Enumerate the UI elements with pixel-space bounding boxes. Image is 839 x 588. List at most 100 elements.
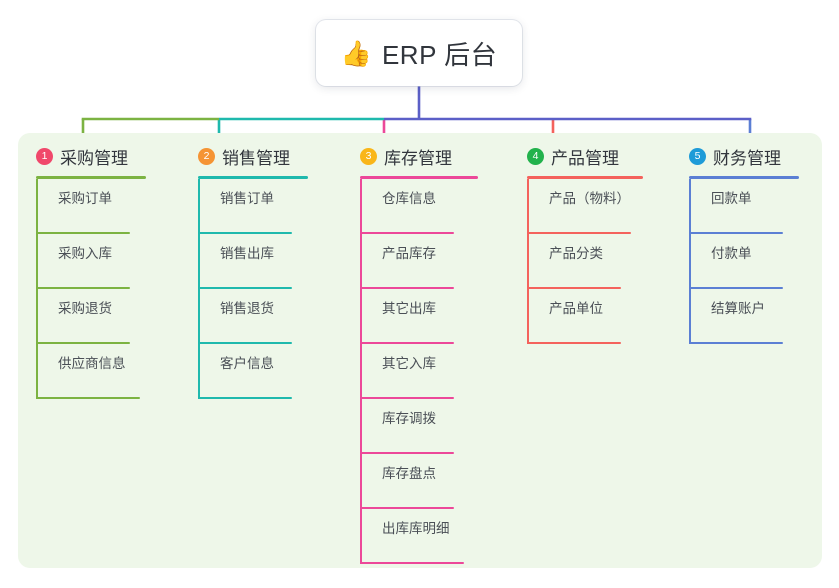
branch-header-5[interactable]: 5 财务管理 (689, 143, 799, 169)
branch-item-underline (36, 342, 130, 344)
branch-item[interactable]: 付款单 (689, 234, 799, 289)
branch-number-badge: 4 (527, 147, 544, 165)
branch-column-5: 5 财务管理回款单付款单结算账户 (689, 143, 799, 344)
root-node-content: 👍 ERP 后台 (341, 35, 497, 72)
branch-item-underline (527, 232, 631, 234)
branch-spine (360, 179, 362, 564)
branch-number-badge: 3 (360, 147, 377, 165)
branch-item[interactable]: 供应商信息 (36, 344, 146, 399)
branch-item-underline (360, 287, 454, 289)
branch-underline (198, 176, 308, 179)
branch-number-badge: 2 (198, 147, 215, 165)
branch-item-label: 产品（物料） (549, 191, 630, 206)
branch-item-underline (689, 232, 783, 234)
branch-item-underline (360, 562, 464, 564)
branch-title: 库存管理 (384, 148, 452, 168)
branch-item-underline (360, 342, 454, 344)
branch-item-label: 库存盘点 (382, 466, 436, 481)
branch-spine (689, 179, 691, 344)
branch-items: 回款单付款单结算账户 (689, 179, 799, 344)
branch-title: 财务管理 (713, 148, 781, 168)
branch-item[interactable]: 出库库明细 (360, 509, 478, 564)
branch-item[interactable]: 结算账户 (689, 289, 799, 344)
branch-item[interactable]: 客户信息 (198, 344, 308, 399)
branch-underline (360, 176, 478, 179)
branch-items: 采购订单采购入库采购退货供应商信息 (36, 179, 146, 399)
branch-number-badge: 1 (36, 147, 53, 165)
branch-underline (527, 176, 643, 179)
branch-item-underline (527, 342, 621, 344)
branch-item[interactable]: 采购订单 (36, 179, 146, 234)
branch-title: 采购管理 (60, 148, 128, 168)
branch-items: 产品（物料） 产品分类产品单位 (527, 179, 643, 344)
branch-item-label: 出库库明细 (382, 521, 450, 536)
branch-item-label: 仓库信息 (382, 191, 436, 206)
branch-item[interactable]: 采购退货 (36, 289, 146, 344)
branches-panel (18, 133, 822, 568)
branch-item-label: 采购订单 (58, 191, 112, 206)
branch-item-label: 结算账户 (711, 301, 765, 316)
branch-item-underline (527, 287, 621, 289)
branch-title: 销售管理 (222, 148, 290, 168)
branch-spine (527, 179, 529, 344)
branch-item[interactable]: 销售订单 (198, 179, 308, 234)
branch-item-underline (689, 342, 783, 344)
branch-column-4: 4 产品管理产品（物料） 产品分类产品单位 (527, 143, 643, 344)
branch-items: 销售订单销售出库销售退货客户信息 (198, 179, 308, 399)
branch-item[interactable]: 仓库信息 (360, 179, 478, 234)
branch-header-1[interactable]: 1 采购管理 (36, 143, 146, 169)
branch-item-underline (36, 287, 130, 289)
branch-item[interactable]: 产品（物料） (527, 179, 643, 234)
branch-item[interactable]: 其它出库 (360, 289, 478, 344)
branch-item-label: 客户信息 (220, 356, 274, 371)
branch-number-badge: 5 (689, 147, 706, 165)
branch-item-underline (36, 232, 130, 234)
branch-header-3[interactable]: 3 库存管理 (360, 143, 478, 169)
branch-items: 仓库信息产品库存其它出库其它入库库存调拨库存盘点出库库明细 (360, 179, 478, 564)
branch-item-label: 销售退货 (220, 301, 274, 316)
branch-item-label: 产品库存 (382, 246, 436, 261)
branch-item-underline (360, 232, 454, 234)
branch-title: 产品管理 (551, 148, 619, 168)
branch-item[interactable]: 库存调拨 (360, 399, 478, 454)
branch-item-underline (198, 397, 292, 399)
branch-item[interactable]: 产品单位 (527, 289, 643, 344)
branch-item-label: 付款单 (711, 246, 752, 261)
branch-spine (198, 179, 200, 399)
branch-item-label: 销售出库 (220, 246, 274, 261)
branch-item-label: 其它入库 (382, 356, 436, 371)
branch-spine (36, 179, 38, 399)
branch-item-label: 库存调拨 (382, 411, 436, 426)
branch-column-1: 1 采购管理采购订单采购入库采购退货供应商信息 (36, 143, 146, 399)
branch-item[interactable]: 其它入库 (360, 344, 478, 399)
branch-item-underline (36, 397, 140, 399)
branch-item[interactable]: 销售退货 (198, 289, 308, 344)
branch-header-2[interactable]: 2 销售管理 (198, 143, 308, 169)
branch-item-label: 产品分类 (549, 246, 603, 261)
branch-header-4[interactable]: 4 产品管理 (527, 143, 643, 169)
branch-item-underline (360, 507, 454, 509)
branch-item-underline (198, 342, 292, 344)
branch-item-label: 供应商信息 (58, 356, 126, 371)
branch-item-underline (360, 397, 454, 399)
root-node[interactable]: 👍 ERP 后台 (316, 20, 522, 86)
branch-item[interactable]: 产品分类 (527, 234, 643, 289)
branch-item-label: 采购退货 (58, 301, 112, 316)
branch-item-underline (360, 452, 454, 454)
branch-item-underline (198, 232, 292, 234)
branch-item-underline (198, 287, 292, 289)
branch-item[interactable]: 产品库存 (360, 234, 478, 289)
root-title: ERP 后台 (381, 39, 498, 70)
branch-item-label: 产品单位 (549, 301, 603, 316)
branch-item[interactable]: 销售出库 (198, 234, 308, 289)
thumbs-up-icon: 👍 (340, 38, 372, 68)
branch-item[interactable]: 回款单 (689, 179, 799, 234)
branch-item-label: 采购入库 (58, 246, 112, 261)
branch-item[interactable]: 采购入库 (36, 234, 146, 289)
branch-item-label: 其它出库 (382, 301, 436, 316)
branch-item-label: 销售订单 (220, 191, 274, 206)
branch-item[interactable]: 库存盘点 (360, 454, 478, 509)
branch-column-2: 2 销售管理销售订单销售出库销售退货客户信息 (198, 143, 308, 399)
branch-item-label: 回款单 (711, 191, 752, 206)
